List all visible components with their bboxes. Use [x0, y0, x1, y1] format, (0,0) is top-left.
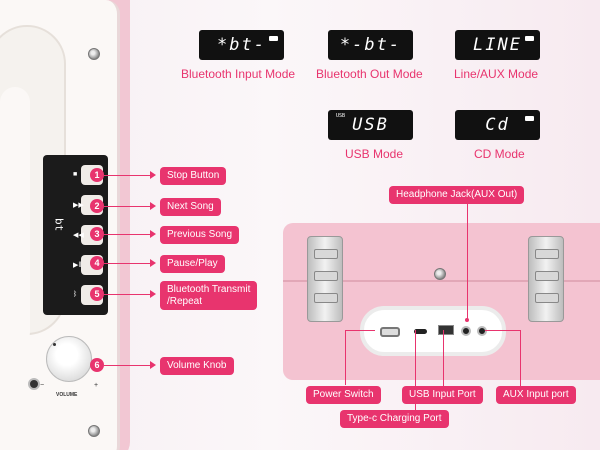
- bluetooth-out-display: *-bt-: [328, 30, 413, 60]
- type-c-label: Type-c Charging Port: [340, 410, 449, 428]
- bluetooth-input-display: *bt-: [199, 30, 284, 60]
- usb-port[interactable]: [438, 325, 454, 335]
- knob-plus: +: [94, 382, 99, 389]
- screw-icon: [434, 268, 446, 280]
- type-c-port[interactable]: [414, 329, 427, 334]
- volume-knob-label: Volume Knob: [160, 357, 234, 375]
- callout-number: 4: [90, 256, 104, 270]
- aux-input-jack[interactable]: [477, 326, 487, 336]
- cd-mode-label: CD Mode: [474, 147, 525, 161]
- callout-number: 6: [90, 358, 104, 372]
- play-pause-icon: ▶‖: [73, 262, 82, 269]
- next-icon: ▶▶: [73, 202, 84, 209]
- bluetooth-icon: ᛒ: [73, 291, 78, 298]
- line-aux-display: LINE: [455, 30, 540, 60]
- panel-display: bt: [52, 218, 66, 232]
- headphone-jack[interactable]: [461, 326, 471, 336]
- usb-mode-label: USB Mode: [345, 147, 404, 161]
- stop-icon: ■: [73, 171, 78, 178]
- callout-number: 3: [90, 227, 104, 241]
- headphone-jack-label: Headphone Jack(AUX Out): [389, 186, 525, 204]
- usb-input-label: USB Input Port: [402, 386, 483, 404]
- callout-number: 1: [90, 168, 104, 182]
- screw-icon: [88, 48, 100, 60]
- line-aux-mode-label: Line/AUX Mode: [454, 67, 539, 81]
- next-song-label: Next Song: [160, 198, 221, 216]
- power-switch-label: Power Switch: [306, 386, 381, 404]
- previous-icon: ◀◀: [73, 232, 84, 239]
- latch: [307, 236, 343, 322]
- volume-knob[interactable]: [46, 336, 92, 382]
- cd-display: Cd: [455, 110, 540, 140]
- aux-input-label: AUX Input port: [496, 386, 576, 404]
- pause-play-label: Pause/Play: [160, 255, 225, 273]
- previous-song-label: Previous Song: [160, 226, 240, 244]
- callout-number: 2: [90, 199, 104, 213]
- power-switch[interactable]: [380, 327, 400, 337]
- bluetooth-repeat-label: Bluetooth Transmit /Repeat: [160, 281, 258, 310]
- screw-icon: [88, 425, 100, 437]
- bluetooth-out-mode-label: Bluetooth Out Mode: [316, 67, 423, 81]
- stop-button-label: Stop Button: [160, 167, 227, 185]
- knob-minus: −: [40, 382, 45, 389]
- headphone-jack-icon: [28, 378, 40, 390]
- case-seam: [283, 280, 600, 282]
- port-panel: [360, 306, 506, 356]
- callout-number: 5: [90, 287, 104, 301]
- latch: [528, 236, 564, 322]
- bluetooth-input-mode-label: Bluetooth Input Mode: [181, 67, 296, 81]
- usb-display: USB USB: [328, 110, 413, 140]
- knob-label: VOLUME: [56, 392, 78, 398]
